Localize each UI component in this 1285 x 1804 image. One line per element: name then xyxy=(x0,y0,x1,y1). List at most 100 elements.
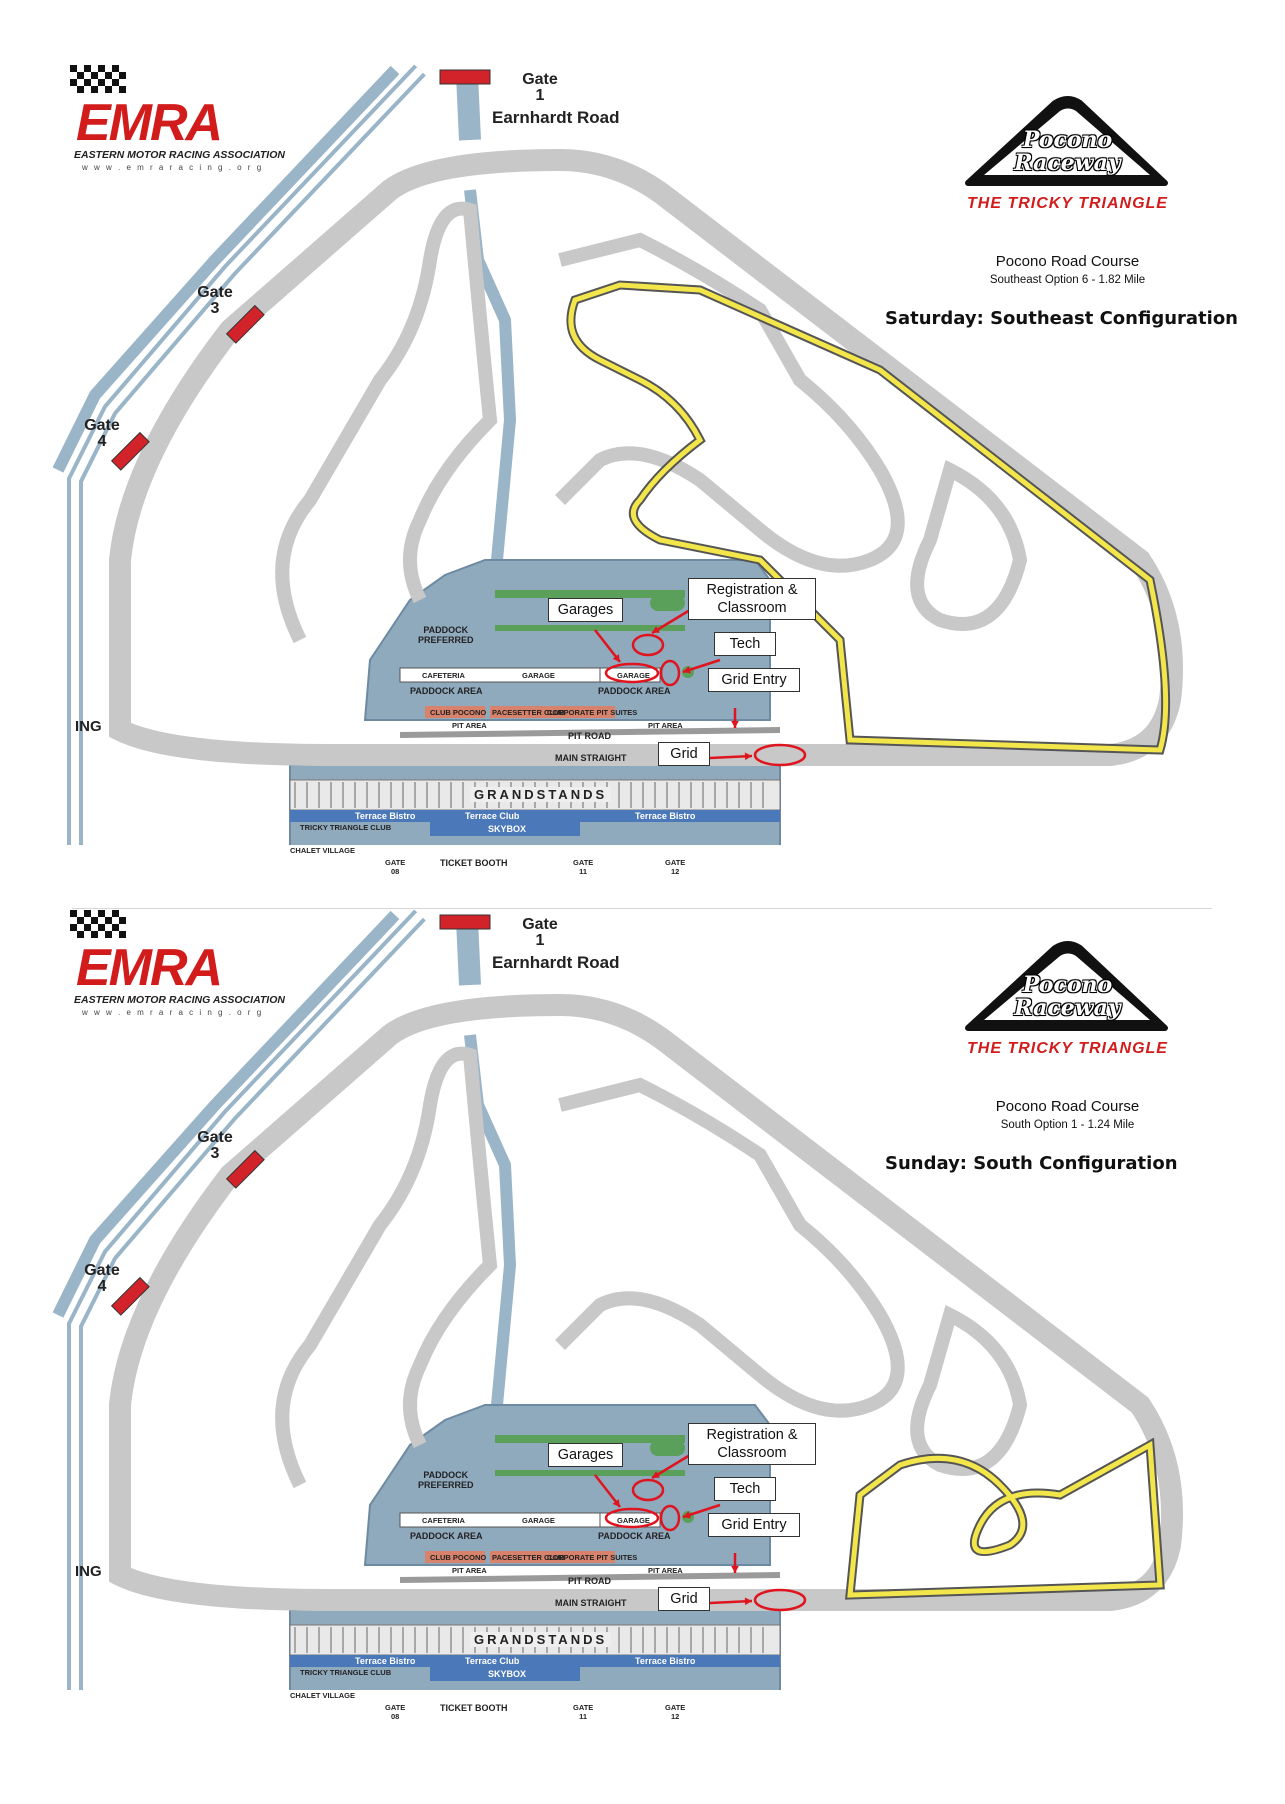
grandstands-label: GRANDSTANDS xyxy=(470,787,612,802)
garage-circle xyxy=(604,1507,660,1529)
paddock-green-strip xyxy=(495,1435,685,1443)
panel-divider xyxy=(72,908,1212,909)
pit-suites-box xyxy=(490,1551,615,1563)
pit-road-line xyxy=(399,1572,781,1583)
registration-callout: Registration &Classroom xyxy=(688,578,816,620)
cut-off-label: ING xyxy=(75,1563,102,1580)
grandstands-label: GRANDSTANDS xyxy=(470,1632,612,1647)
north-course xyxy=(275,1046,498,1489)
course-name: Pocono Road Course xyxy=(995,1098,1140,1115)
grid-callout: Grid xyxy=(658,1587,710,1611)
skybox-band xyxy=(430,822,580,836)
club-pocono-box xyxy=(425,706,485,718)
garage-label: GARAGE xyxy=(522,1516,555,1525)
registration-circle xyxy=(631,1478,665,1502)
track-map xyxy=(52,909,1183,1690)
garage-label: GARAGE xyxy=(522,671,555,680)
registration-callout: Registration &Classroom xyxy=(688,1423,816,1465)
east-loop xyxy=(910,1304,1028,1476)
grid-callout: Grid xyxy=(658,742,710,766)
pocono-tagline: THE TRICKY TRIANGLE xyxy=(967,1040,1168,1057)
oval-track xyxy=(109,148,1183,766)
club-pocono-box xyxy=(425,1551,485,1563)
pocono-word-line1: Pocono xyxy=(1022,972,1113,998)
pit-area-label-2: PIT AREA xyxy=(648,721,683,730)
track-map xyxy=(52,64,1183,845)
pocono-tagline: THE TRICKY TRIANGLE xyxy=(967,195,1168,212)
paddock-area-label-2: PADDOCK AREA xyxy=(598,1531,671,1541)
tricky-triangle-club-label: TRICKY TRIANGLE CLUB xyxy=(300,1668,392,1677)
gate-4-marker xyxy=(110,1276,150,1316)
checkered-flag-icon xyxy=(70,65,126,93)
tech-circle xyxy=(659,659,681,687)
garage-label-2: GARAGE xyxy=(617,671,650,680)
terrace-bistro-label: Terrace Bistro xyxy=(355,811,416,821)
garage-label-2: GARAGE xyxy=(617,1516,650,1525)
pocono-word-line2: Raceway xyxy=(1014,150,1121,176)
terrace-bistro-label-2: Terrace Bistro xyxy=(635,1656,696,1666)
earnhardt-road-label: Earnhardt Road xyxy=(492,953,620,972)
paddock-green-strip xyxy=(495,590,685,598)
pit-road-label: PIT ROAD xyxy=(568,1576,612,1586)
configuration-highlight xyxy=(568,282,1169,753)
gate-3-marker xyxy=(225,1149,265,1189)
skybox-band xyxy=(430,1667,580,1681)
configuration-title: Saturday: Southeast Configuration xyxy=(885,308,1238,329)
main-straight-label: MAIN STRAIGHT xyxy=(555,753,627,763)
emra-name: EASTERN MOTOR RACING ASSOCIATION xyxy=(74,149,285,161)
pacesetter-club-label: PACESETTER CLUB xyxy=(492,708,565,717)
emra-name: EASTERN MOTOR RACING ASSOCIATION xyxy=(74,994,285,1006)
pit-area-label-2: PIT AREA xyxy=(648,1566,683,1575)
triangle-logo-icon xyxy=(965,941,1168,1031)
tech-circle xyxy=(659,1504,681,1532)
emra-url: w w w . e m r a r a c i n g . o r g xyxy=(82,1008,264,1017)
tricky-triangle-club-label: TRICKY TRIANGLE CLUB xyxy=(300,823,392,832)
pit-suites-box xyxy=(490,706,615,718)
earnhardt-road-label: Earnhardt Road xyxy=(492,108,620,127)
ticket-booth-label: TICKET BOOTH xyxy=(440,858,508,868)
east-course xyxy=(555,1077,905,1418)
club-pocono-label: CLUB POCONO xyxy=(430,1553,487,1562)
registration-marker xyxy=(650,1440,685,1456)
gate-4-marker xyxy=(110,431,150,471)
pocono-word-line2: Raceway xyxy=(1014,995,1121,1021)
course-option: Southeast Option 6 - 1.82 Mile xyxy=(989,274,1146,286)
east-course xyxy=(555,232,905,573)
triangle-logo-icon xyxy=(965,96,1168,186)
emra-wordmark: EMRA xyxy=(76,939,223,997)
pocono-word-line1: Pocono xyxy=(1022,127,1113,153)
ticket-booth-label: TICKET BOOTH xyxy=(440,1703,508,1713)
paddock-area-label-2: PADDOCK AREA xyxy=(598,686,671,696)
terrace-bistro-label: Terrace Bistro xyxy=(355,1656,416,1666)
pit-area-label: PIT AREA xyxy=(452,721,487,730)
garages-callout: Garages xyxy=(548,1443,623,1467)
configuration-highlight xyxy=(847,1440,1163,1598)
east-loop xyxy=(910,459,1028,631)
garage-circle xyxy=(604,662,660,684)
cafeteria-label: CAFETERIA xyxy=(422,1516,465,1525)
earnhardt-road xyxy=(456,74,481,141)
cut-off-label: ING xyxy=(75,718,102,735)
terrace-band xyxy=(290,1655,780,1667)
grid-entry-callout: Grid Entry xyxy=(708,1513,800,1537)
pacesetter-club-label: PACESETTER CLUB xyxy=(492,1553,565,1562)
pit-road-label: PIT ROAD xyxy=(568,731,612,741)
tech-callout: Tech xyxy=(714,632,776,656)
